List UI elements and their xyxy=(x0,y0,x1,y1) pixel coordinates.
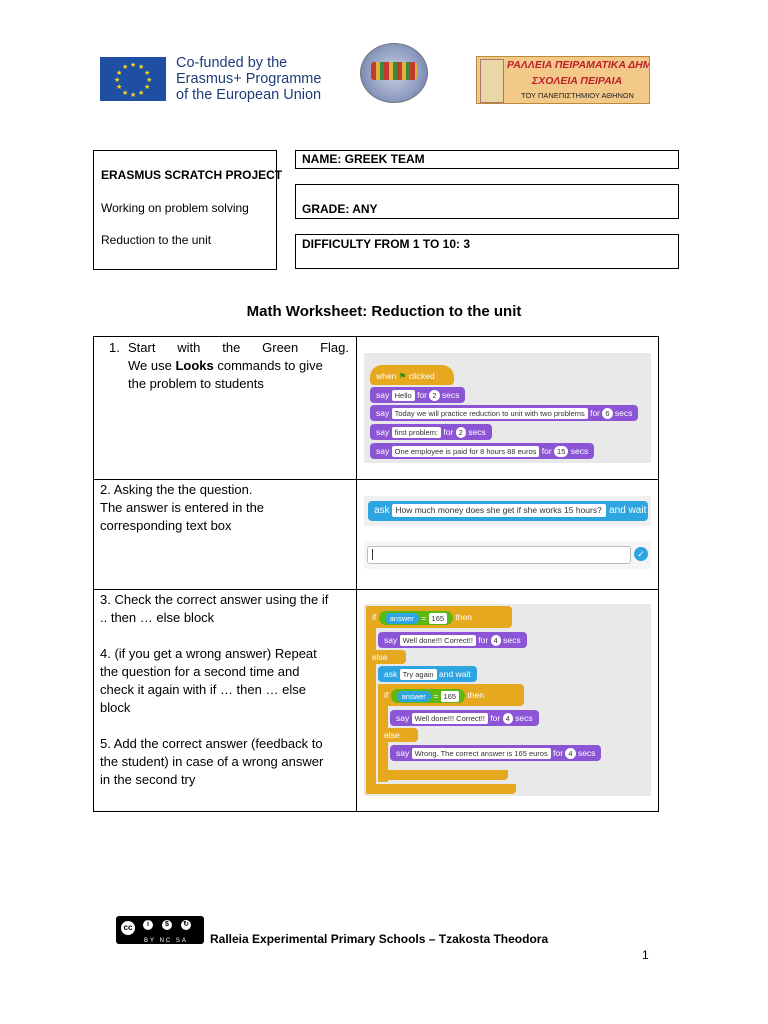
project-info-box: ERASMUS SCRATCH PROJECT Working on probl… xyxy=(93,150,282,270)
say-block-3: say first problem: for 2 secs xyxy=(370,424,492,440)
step-1-line-1: Start with the Green Flag. xyxy=(128,340,349,355)
name-box: NAME: GREEK TEAM xyxy=(295,150,679,169)
creative-commons-badge: cc i $ ↻ BY NC SA xyxy=(116,916,204,944)
step-4-line-4: block xyxy=(100,700,131,715)
green-flag-icon: ⚑ xyxy=(398,371,407,381)
answer-text-input[interactable] xyxy=(367,546,631,564)
if-block-outer: if answer = 165 then xyxy=(366,606,512,628)
table-row: 1. Start with the Green Flag. We use Loo… xyxy=(93,336,659,480)
eu-cofunded-text: Co-funded by the Erasmus+ Programme of t… xyxy=(176,55,321,103)
step-4-line-1: 4. (if you get a wrong answer) Repeat xyxy=(100,646,317,661)
step-3-line-1: 3. Check the correct answer using the if xyxy=(100,592,329,607)
eu-flag-logo: ★ ★ ★ ★ ★ ★ ★ ★ ★ ★ ★ ★ xyxy=(100,57,166,101)
say-correct-block-2: say Well done!!! Correct!! for 4 secs xyxy=(390,710,539,726)
table-row: 3. Check the correct answer using the if… xyxy=(93,589,659,812)
school-mascot-icon xyxy=(480,59,504,103)
cc-icon: cc xyxy=(119,919,137,937)
project-topic-1: Working on problem solving xyxy=(101,201,249,215)
difficulty-text: DIFFICULTY FROM 1 TO 10: 3 xyxy=(302,237,471,251)
step-5-line-3: in the second try xyxy=(100,772,196,787)
step-2-text-cell: 2. Asking the the question. The answer i… xyxy=(93,479,357,590)
else-label-inner: else xyxy=(378,728,418,742)
grade-box: GRADE: ANY xyxy=(295,184,679,219)
if-block-inner: if answer = 165 then xyxy=(378,684,524,706)
step-1-line-3: the problem to students xyxy=(128,376,264,391)
steps-3-5-text-cell: 3. Check the correct answer using the if… xyxy=(93,589,357,812)
when-flag-clicked-block: when ⚑ clicked xyxy=(370,365,454,385)
grade-text: GRADE: ANY xyxy=(302,202,378,216)
submit-check-icon[interactable]: ✓ xyxy=(634,547,648,561)
step-1-line-2: We use Looks commands to give xyxy=(128,358,323,373)
say-wrong-block: say Wrong. The correct answer is 165 eur… xyxy=(390,745,602,761)
worksheet-title: Math Worksheet: Reduction to the unit xyxy=(246,303,522,320)
eu-line-1: Co-funded by the xyxy=(176,55,288,71)
by-icon: i xyxy=(141,918,155,932)
project-name: ERASMUS SCRATCH PROJECT xyxy=(101,168,283,182)
step-1-number: 1. xyxy=(109,340,120,355)
say-block-1: say Hello for 2 secs xyxy=(370,387,466,403)
cc-license-labels: BY NC SA xyxy=(144,938,188,944)
step-1-text-cell: 1. Start with the Green Flag. We use Loo… xyxy=(93,336,357,480)
eu-line-3: of the European Union xyxy=(176,87,322,103)
say-block-2: say Today we will practice reduction to … xyxy=(370,405,639,421)
school-logo: ΡΑΛΛΕΙΑ ΠΕΙΡΑΜΑΤΙΚΑ ΔΗΜΟΤΙΚΑ ΣΧΟΛΕΙΑ ΠΕΙ… xyxy=(476,56,650,104)
step-5-line-2: the student) in case of a wrong answer xyxy=(100,754,324,769)
ask-and-wait-block: ask How much money does she get if she w… xyxy=(368,501,648,521)
step-5-line-1: 5. Add the correct answer (feedback to xyxy=(100,736,323,751)
else-label-outer: else xyxy=(366,650,406,664)
eu-line-2: Erasmus+ Programme xyxy=(176,71,322,87)
say-correct-block-1: say Well done!!! Correct!! for 4 secs xyxy=(378,632,527,648)
scratch-ask-panel: ask How much money does she get if she w… xyxy=(364,496,651,526)
table-row: 2. Asking the the question. The answer i… xyxy=(93,479,659,590)
school-logo-line-3: ΤΟΥ ΠΑΝΕΠΙΣΤΗΜΙΟΥ ΑΘΗΝΩΝ xyxy=(521,91,634,100)
sa-icon: ↻ xyxy=(179,918,193,932)
page-number: 1 xyxy=(642,948,649,962)
step-2-line-3: corresponding text box xyxy=(100,518,232,533)
step-4-line-3: check it again with if … then … else xyxy=(100,682,306,697)
step-2-line-1: 2. Asking the the question. xyxy=(100,482,253,497)
say-block-4: say One employee is paid for 8 hours 88 … xyxy=(370,443,595,459)
school-logo-line-1: ΡΑΛΛΕΙΑ ΠΕΙΡΑΜΑΤΙΚΑ ΔΗΜΟΤΙΚΑ xyxy=(507,59,649,71)
difficulty-box: DIFFICULTY FROM 1 TO 10: 3 xyxy=(295,234,679,269)
nc-icon: $ xyxy=(160,918,174,932)
step-2-image-cell: ask How much money does she get if she w… xyxy=(356,479,659,590)
scratch-script-1: when ⚑ clicked say Hello for 2 secs say … xyxy=(364,353,651,463)
project-round-logo xyxy=(360,43,428,103)
step-3-line-2: .. then … else block xyxy=(100,610,215,625)
step-4-line-2: the question for a second time and xyxy=(100,664,300,679)
ask-try-again-block: ask Try again and wait xyxy=(378,666,477,682)
worksheet-table: 1. Start with the Green Flag. We use Loo… xyxy=(93,336,659,812)
project-topic-2: Reduction to the unit xyxy=(101,233,212,247)
name-text: NAME: GREEK TEAM xyxy=(302,152,425,166)
footer-credit: Ralleia Experimental Primary Schools – T… xyxy=(210,932,549,946)
step-2-line-2: The answer is entered in the xyxy=(100,500,265,515)
school-logo-line-2: ΣΧΟΛΕΙΑ ΠΕΙΡΑΙΑ xyxy=(532,75,623,87)
answer-panel: ✓ xyxy=(364,541,651,569)
steps-3-5-image-cell: if answer = 165 then say Well done!!! Co… xyxy=(356,589,659,812)
step-1-image-cell: when ⚑ clicked say Hello for 2 secs say … xyxy=(356,336,659,480)
scratch-if-else-script: if answer = 165 then say Well done!!! Co… xyxy=(364,604,651,796)
